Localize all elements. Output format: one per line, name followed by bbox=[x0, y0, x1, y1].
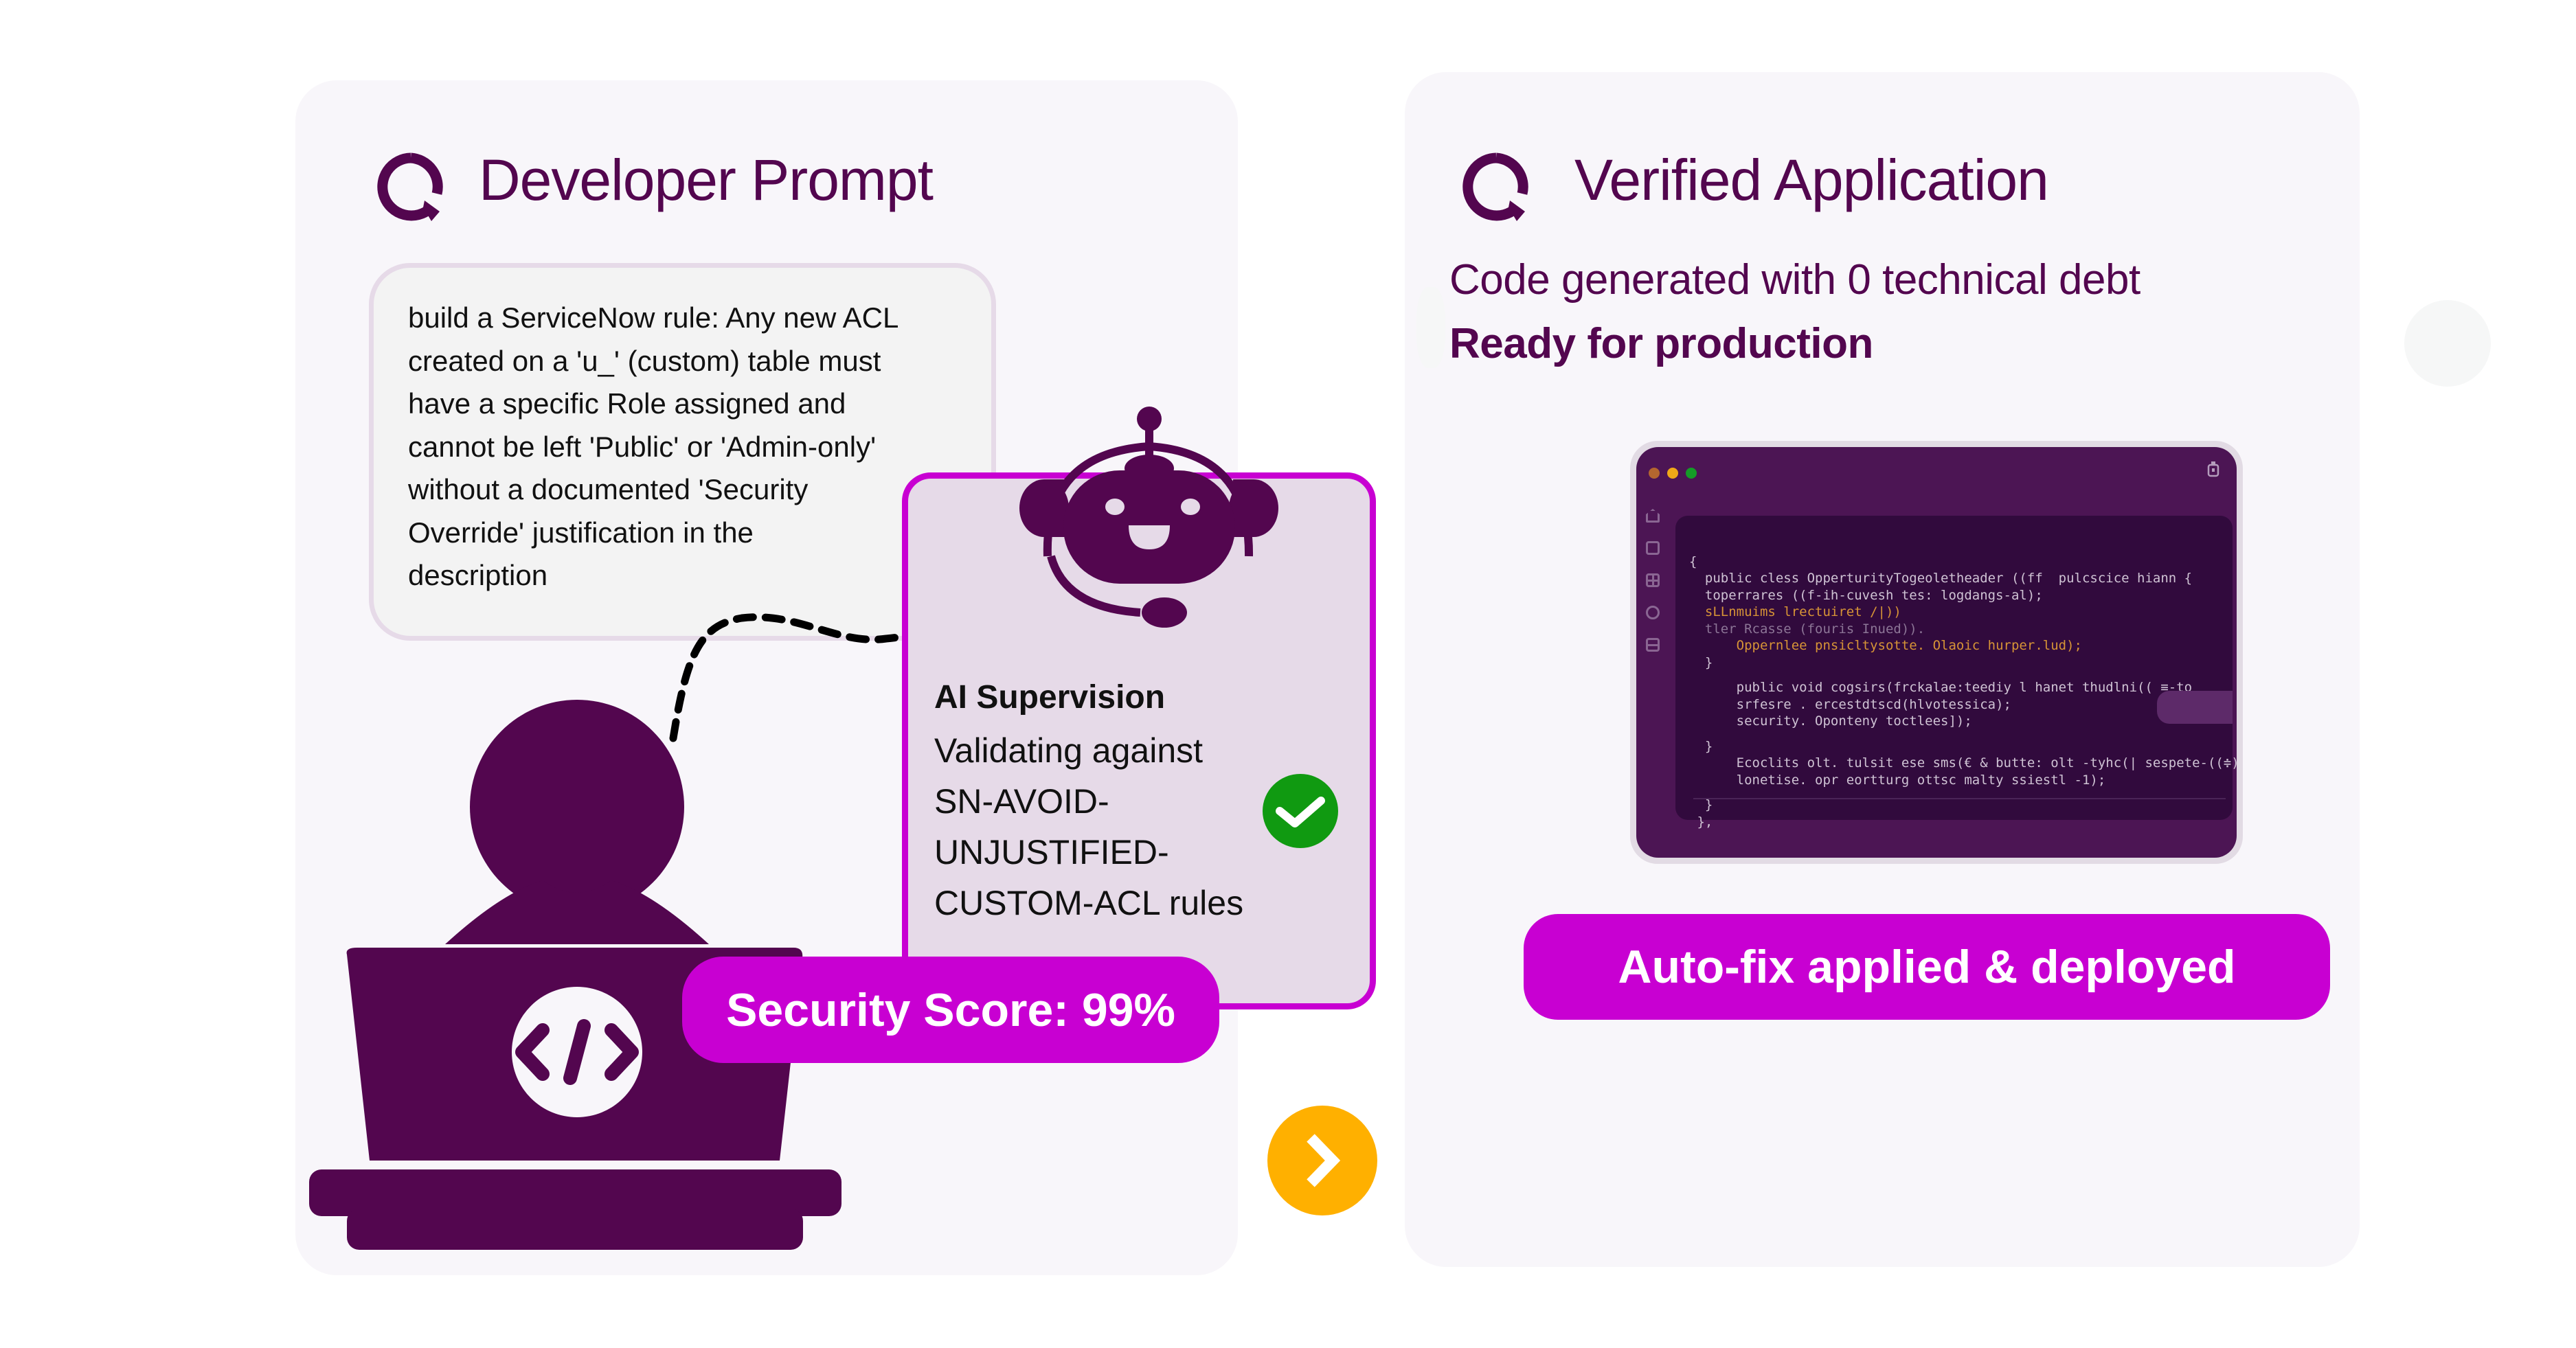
lock-icon bbox=[2207, 461, 2219, 477]
subtitle: Code generated with 0 technical debt bbox=[1449, 256, 2140, 304]
decorative-circle bbox=[2404, 300, 2491, 387]
prompt-input-box[interactable]: build a ServiceNow rule: Any new ACL cre… bbox=[369, 263, 996, 641]
ai-supervision-line: Validating against bbox=[934, 731, 1204, 770]
award-icon[interactable] bbox=[1646, 606, 1660, 619]
security-score-badge: Security Score: 99% bbox=[682, 957, 1219, 1063]
window-maximize-dot bbox=[1686, 468, 1697, 479]
code-line: srfesre . ercestdtscd(hlvotessica); bbox=[1689, 696, 2011, 712]
q-logo-icon bbox=[377, 152, 443, 221]
home-icon[interactable] bbox=[1646, 509, 1660, 523]
code-line: } bbox=[1689, 797, 1713, 812]
prompt-text: build a ServiceNow rule: Any new ACL cre… bbox=[408, 297, 971, 597]
prompt-line: description bbox=[408, 559, 548, 591]
code-scroll-handle[interactable] bbox=[2157, 691, 2233, 724]
code-line: Oppernlee pnsicltysotte. Olaoic hurper.l… bbox=[1689, 638, 2082, 653]
prompt-line: without a documented 'Security bbox=[408, 473, 809, 505]
window-minimize-dot bbox=[1667, 468, 1678, 479]
code-line: }, bbox=[1689, 814, 1713, 830]
status-text: Ready for production bbox=[1449, 320, 1873, 367]
code-line: public cless OpperturityTogeoletheader (… bbox=[1689, 571, 2193, 586]
divider bbox=[1693, 798, 2226, 799]
square-icon[interactable] bbox=[1646, 541, 1660, 555]
list-icon[interactable] bbox=[1646, 638, 1660, 652]
ai-supervision-title: AI Supervision bbox=[934, 679, 1166, 716]
prompt-line: build a ServiceNow rule: Any new ACL bbox=[408, 301, 899, 334]
chevron-right-icon bbox=[1307, 1134, 1341, 1187]
autofix-deployed-button[interactable]: Auto-fix applied & deployed bbox=[1524, 914, 2330, 1020]
prompt-line: cannot be left 'Public' or 'Admin-only' bbox=[408, 430, 877, 463]
editor-titlebar bbox=[1636, 447, 2237, 488]
next-button[interactable] bbox=[1267, 1106, 1377, 1215]
code-editor-window: { public cless OpperturityTogeoletheader… bbox=[1630, 441, 2243, 864]
ai-supervision-line: CUSTOM-ACL rules bbox=[934, 884, 1244, 922]
prompt-line: have a specific Role assigned and bbox=[408, 387, 846, 420]
code-line: public void cogsirs(frckalae:teediy l ha… bbox=[1689, 680, 2193, 695]
decorative-circle bbox=[1416, 287, 1445, 368]
code-line: lonetise. opr eortturg ottsc malty ssies… bbox=[1689, 772, 2106, 788]
ai-supervision-line: SN-AVOID- bbox=[934, 782, 1109, 821]
code-line: } bbox=[1689, 738, 1713, 754]
grid-icon[interactable] bbox=[1646, 573, 1660, 587]
editor-sidebar bbox=[1646, 509, 1667, 670]
code-line: } bbox=[1689, 654, 1713, 670]
prompt-line: Override' justification in the bbox=[408, 516, 754, 549]
panel-title: Developer Prompt bbox=[479, 148, 934, 212]
code-line: Ecoclits olt. tulsit ese sms(€ & butte: … bbox=[1689, 755, 2237, 770]
check-circle-icon bbox=[1263, 774, 1338, 848]
robot-headset-icon bbox=[1019, 407, 1278, 628]
code-line: toperrares ((f-ih-cuvesh tes: logdangs-a… bbox=[1689, 587, 2043, 603]
code-line: { bbox=[1689, 553, 1697, 569]
code-text: { public cless OpperturityTogeoletheader… bbox=[1689, 536, 2237, 858]
ai-supervision-line: UNJUSTIFIED- bbox=[934, 833, 1169, 871]
code-line: security. Oponteny toctlees]); bbox=[1689, 713, 1972, 729]
prompt-line: created on a 'u_' (custom) table must bbox=[408, 344, 881, 377]
code-line: tler Rcasse (fouris Inued)). bbox=[1689, 621, 1925, 637]
code-pane: { public cless OpperturityTogeoletheader… bbox=[1675, 516, 2237, 830]
code-line: sLLnmuims lrectuiret /|)) bbox=[1689, 604, 1901, 619]
window-close-dot bbox=[1649, 468, 1660, 479]
q-logo-icon bbox=[1462, 152, 1528, 221]
panel-title: Verified Application bbox=[1574, 148, 2049, 212]
